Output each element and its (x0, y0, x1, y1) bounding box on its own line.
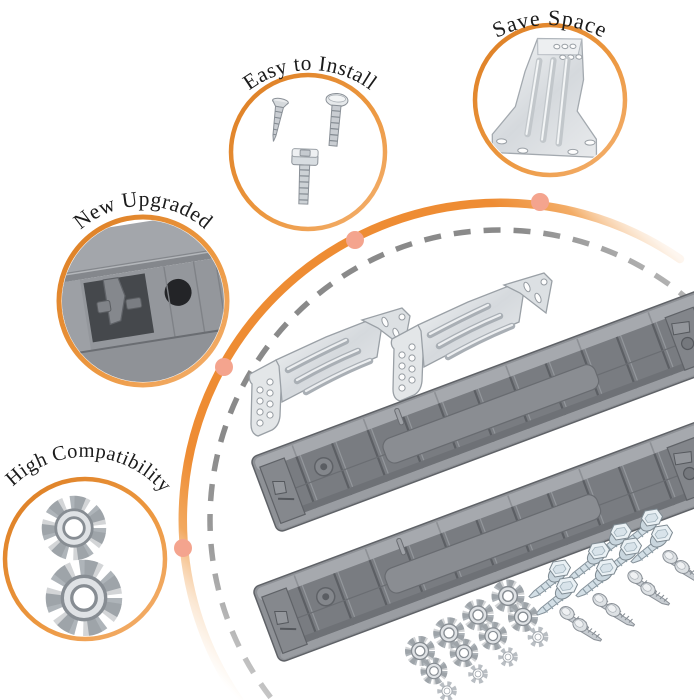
callout-easy-to-install: Easy to Install (228, 51, 388, 232)
mounting-bracket-photo (491, 37, 598, 159)
accent-dots (174, 193, 549, 557)
accent-dot (346, 231, 364, 249)
screws-photo (272, 92, 349, 205)
callout-save-space: Save Space (472, 5, 628, 178)
flange-bolt-icon (291, 148, 319, 205)
flat-head-screw-icon (272, 97, 289, 142)
dashed-circle (207, 227, 694, 700)
rail-latch-closeup-photo (62, 220, 224, 382)
accent-dot (531, 193, 549, 211)
callout-ring (2, 476, 168, 642)
pan-head-screw-icon (325, 92, 349, 147)
orange-sweep-arc (178, 198, 685, 700)
accent-dot (174, 539, 192, 557)
accent-dot (215, 358, 233, 376)
